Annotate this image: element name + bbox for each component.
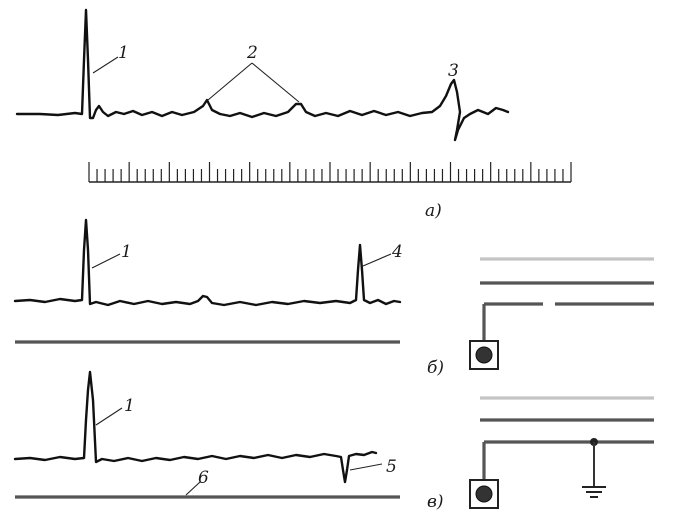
label-4: 4	[391, 242, 403, 262]
panel-label-v: в)	[427, 492, 444, 512]
label-2: 2	[246, 43, 258, 63]
panel-label-a: а)	[425, 201, 442, 221]
label-1v: 1	[124, 396, 135, 416]
trace-v	[13, 370, 378, 484]
instrument-v-knob	[475, 485, 493, 503]
leader-1v	[95, 407, 123, 426]
panel-b: 1 4 б)	[13, 218, 654, 378]
label-5: 5	[386, 457, 397, 477]
trace-a	[15, 8, 510, 142]
label-6: 6	[198, 468, 209, 488]
leader-1a	[92, 56, 119, 74]
label-1b: 1	[121, 242, 132, 262]
instrument-b-knob	[475, 346, 493, 364]
label-3: 3	[448, 61, 459, 81]
leader-2-right	[251, 62, 300, 103]
leader-5	[349, 463, 383, 471]
trace-b	[13, 218, 402, 307]
label-1a: 1	[118, 43, 129, 63]
leader-4	[362, 253, 392, 267]
panel-label-b: б)	[427, 358, 444, 378]
panel-v: 1 5 6 в)	[13, 370, 654, 512]
leader-6	[185, 481, 201, 496]
time-scale	[88, 162, 572, 183]
ground-icon	[582, 486, 606, 498]
leader-1b	[91, 253, 121, 269]
leader-2-left	[207, 62, 253, 101]
panel-a: 1 2 3 а)	[15, 8, 572, 221]
